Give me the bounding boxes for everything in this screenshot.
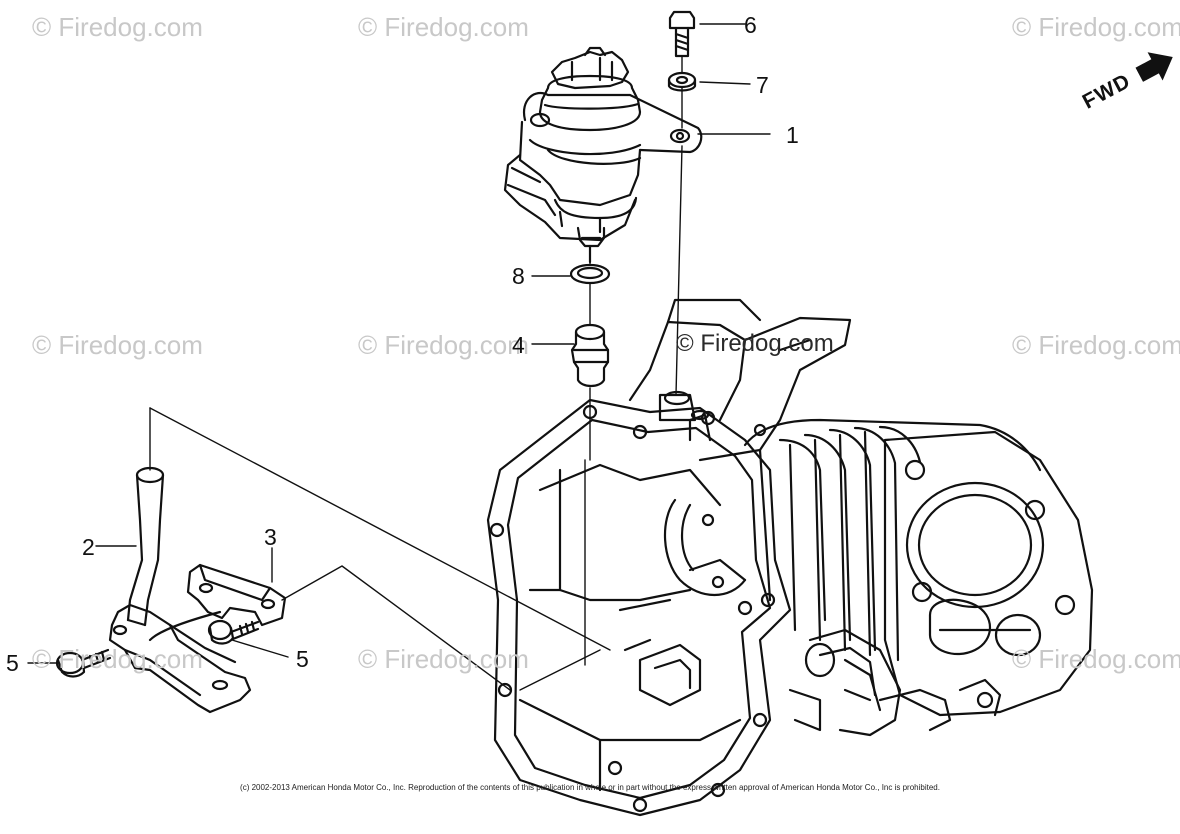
callout-8: 8 (512, 263, 525, 289)
part-8-o-ring (569, 263, 611, 285)
watermark-6: © Firedog.com (1012, 330, 1180, 360)
part-2-tube (126, 466, 165, 627)
callout-5b: 5 (296, 646, 309, 672)
callout-2: 2 (82, 534, 95, 560)
part-6-screw (668, 10, 696, 58)
callout-3: 3 (264, 524, 277, 550)
callout-5a: 5 (6, 650, 19, 676)
fwd-indicator: FWD (1076, 36, 1180, 123)
cylinder (743, 418, 1094, 737)
watermark-1: © Firedog.com (32, 12, 203, 42)
callout-1: 1 (786, 122, 799, 148)
part-3-plate (186, 563, 287, 627)
watermark-9: © Firedog.com (1012, 644, 1180, 674)
watermark-4: © Firedog.com (32, 330, 203, 360)
callout-7: 7 (756, 72, 769, 98)
crankcase (486, 398, 792, 817)
part-5-bolt-right (207, 619, 260, 645)
watermark-3: © Firedog.com (1012, 12, 1180, 42)
watermark-10: © Firedog.com (676, 330, 834, 357)
watermark-8: © Firedog.com (358, 644, 529, 674)
fwd-arrow-icon (1135, 52, 1173, 82)
copyright-notice: (c) 2002-2013 American Honda Motor Co., … (240, 783, 940, 792)
watermark-2: © Firedog.com (358, 12, 529, 42)
watermark-7: © Firedog.com (32, 644, 203, 674)
part-5-bolt-left (55, 648, 112, 678)
watermark-5: © Firedog.com (358, 330, 529, 360)
callout-4: 4 (512, 332, 525, 358)
part-4-joint (570, 323, 610, 388)
tube-holder-bracket (108, 603, 252, 714)
part-1-ignition-unit (503, 46, 703, 264)
assembly-lines (27, 23, 771, 691)
callout-6: 6 (744, 12, 757, 38)
